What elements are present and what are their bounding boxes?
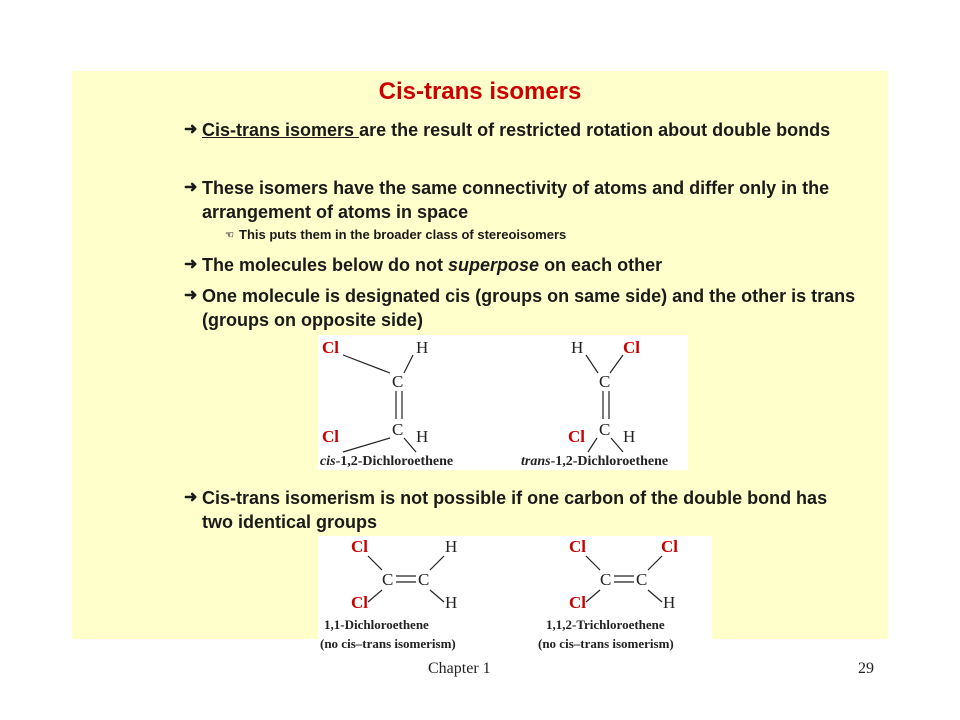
trichloroethene-structure: Cl Cl C C Cl H 1,1,2-Trichloroethene (no…: [538, 537, 678, 651]
arrow-bullet-icon: ➜: [184, 489, 198, 506]
footer-chapter: Chapter 1: [428, 660, 491, 677]
atom-cl: Cl: [351, 593, 368, 612]
compound-name: 1,1,2-Trichloroethene: [546, 617, 665, 632]
bullet-1-term: Cis-trans isomers: [202, 120, 360, 140]
slide-title: Cis-trans isomers: [378, 78, 582, 105]
trans-structure: H Cl C C Cl H trans-1,2-Dichloroethene: [521, 338, 668, 469]
arrow-bullet-icon: ➜: [184, 121, 198, 138]
atom-cl: Cl: [623, 338, 640, 357]
bullet-4-text: One molecule is designated cis (groups o…: [202, 286, 856, 330]
arrow-bullet-icon: ➜: [184, 287, 198, 304]
compound-note: (no cis–trans isomerism): [320, 636, 456, 651]
bullet-3: ➜ The molecules below do not superpose o…: [184, 253, 862, 277]
bullet-2-text: These isomers have the same connectivity…: [202, 178, 830, 222]
atom-h: H: [416, 338, 428, 357]
trans-label: trans-1,2-Dichloroethene: [521, 454, 668, 469]
atom-h: H: [416, 427, 428, 446]
atom-h: H: [623, 427, 635, 446]
atom-c: C: [599, 420, 610, 439]
atom-cl: Cl: [568, 427, 585, 446]
atom-c: C: [392, 420, 403, 439]
atom-cl: Cl: [351, 537, 368, 556]
footer-page-number: 29: [858, 660, 874, 677]
arrow-bullet-icon: ➜: [184, 179, 198, 196]
sub-bullet: ☜ This puts them in the broader class of …: [225, 227, 566, 242]
atom-c: C: [418, 570, 429, 589]
atom-cl: Cl: [569, 593, 586, 612]
bullet-2: ➜ These isomers have the same connectivi…: [184, 176, 862, 224]
compound-name: 1,1-Dichloroethene: [324, 617, 429, 632]
hand-bullet-icon: ☜: [225, 230, 234, 242]
bullet-4: ➜ One molecule is designated cis (groups…: [184, 284, 862, 332]
cis-structure: Cl H C C Cl H cis-1,2-Dichloroethene: [320, 338, 453, 469]
atom-c: C: [636, 570, 647, 589]
bullet-3-text-b: on each other: [539, 255, 663, 275]
cis-trans-figure: Cl H C C Cl H cis-1,2-Dichloroethene H C…: [318, 335, 688, 470]
sub-bullet-text: This puts them in the broader class of s…: [239, 227, 567, 242]
no-isomerism-figure: Cl H C C Cl H 1,1-Dichloroethene (no cis…: [318, 536, 712, 654]
bullet-3-text-a: The molecules below do not: [202, 255, 449, 275]
atom-h: H: [663, 593, 675, 612]
atom-cl: Cl: [661, 537, 678, 556]
atom-h: H: [445, 537, 457, 556]
atom-cl: Cl: [322, 427, 339, 446]
atom-c: C: [600, 570, 611, 589]
bullet-1: ➜ Cis-trans isomers are the result of re…: [184, 118, 862, 142]
bullet-1-text: are the result of restricted rotation ab…: [359, 120, 831, 140]
cis-label: cis-1,2-Dichloroethene: [320, 454, 453, 469]
atom-h: H: [571, 338, 583, 357]
atom-c: C: [392, 372, 403, 391]
atom-c: C: [599, 372, 610, 391]
atom-cl: Cl: [322, 338, 339, 357]
compound-note: (no cis–trans isomerism): [538, 636, 674, 651]
bullet-5: ➜ Cis-trans isomerism is not possible if…: [184, 486, 862, 534]
atom-c: C: [382, 570, 393, 589]
bullet-3-emphasis: superpose: [448, 255, 540, 275]
arrow-bullet-icon: ➜: [184, 256, 198, 273]
dichloroethene-structure: Cl H C C Cl H 1,1-Dichloroethene (no cis…: [320, 537, 457, 651]
atom-cl: Cl: [569, 537, 586, 556]
bullet-5-text: Cis-trans isomerism is not possible if o…: [202, 488, 828, 532]
atom-h: H: [445, 593, 457, 612]
